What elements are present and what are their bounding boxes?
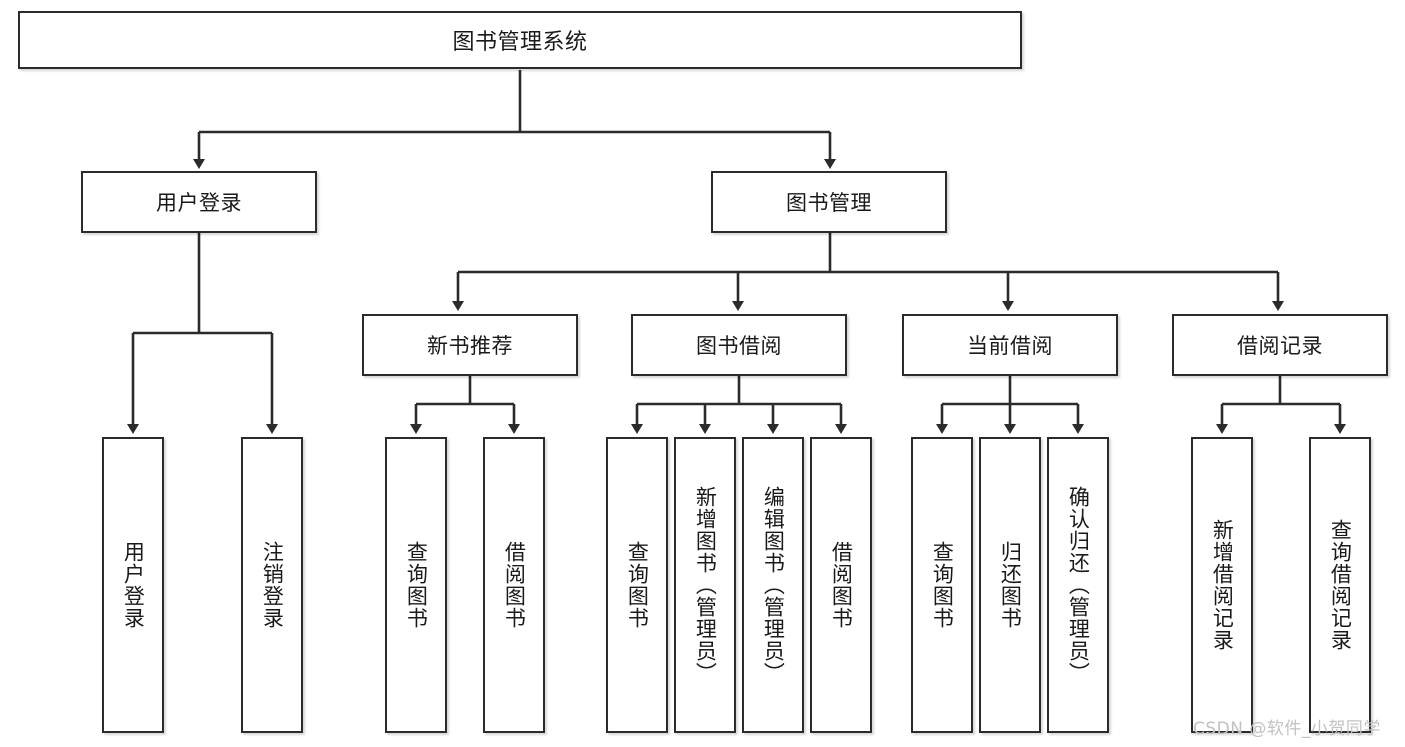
node-label: 注销登录 [260,541,285,629]
node-user-login[interactable]: 用户登录 [81,171,317,233]
node-label: 新增图书（管理员） [693,486,718,684]
leaf-recommend-query-book[interactable]: 查询图书 [385,437,447,733]
leaf-borrow-query-book[interactable]: 查询图书 [606,437,668,733]
node-label: 用户登录 [156,191,242,215]
node-current-borrow[interactable]: 当前借阅 [902,314,1118,376]
node-label: 新书推荐 [427,334,513,358]
leaf-current-confirm-return-admin[interactable]: 确认归还（管理员） [1047,437,1109,733]
leaf-current-query-book[interactable]: 查询图书 [911,437,973,733]
node-label: 当前借阅 [967,334,1053,358]
node-label: 新增借阅记录 [1210,519,1235,651]
node-label: 查询借阅记录 [1328,519,1353,651]
node-new-book-recommend[interactable]: 新书推荐 [362,314,578,376]
node-label: 借阅记录 [1237,334,1323,358]
node-label: 编辑图书（管理员） [761,486,786,684]
leaf-borrow-add-book-admin[interactable]: 新增图书（管理员） [674,437,736,733]
leaf-borrow-borrow-book[interactable]: 借阅图书 [810,437,872,733]
node-label: 查询图书 [930,541,955,629]
node-root-system[interactable]: 图书管理系统 [18,11,1022,69]
leaf-record-query-record[interactable]: 查询借阅记录 [1309,437,1371,733]
node-book-borrow[interactable]: 图书借阅 [631,314,847,376]
node-label: 确认归还（管理员） [1066,486,1091,684]
node-label: 查询图书 [404,541,429,629]
leaf-recommend-borrow-book[interactable]: 借阅图书 [483,437,545,733]
csdn-watermark: CSDN @软件_小贺同学 [1193,719,1381,739]
leaf-borrow-edit-book-admin[interactable]: 编辑图书（管理员） [742,437,804,733]
node-label: 归还图书 [998,541,1023,629]
node-label: 借阅图书 [829,541,854,629]
node-label: 图书借阅 [696,334,782,358]
leaf-user-login-login[interactable]: 用户登录 [102,437,164,733]
node-borrow-record[interactable]: 借阅记录 [1172,314,1388,376]
node-label: 用户登录 [121,541,146,629]
node-book-management[interactable]: 图书管理 [711,171,947,233]
leaf-record-add-record[interactable]: 新增借阅记录 [1191,437,1253,733]
node-label: 借阅图书 [502,541,527,629]
leaf-current-return-book[interactable]: 归还图书 [979,437,1041,733]
node-label: 查询图书 [625,541,650,629]
node-label: 图书管理 [786,191,872,215]
node-label: 图书管理系统 [452,30,588,55]
leaf-user-login-logout[interactable]: 注销登录 [241,437,303,733]
